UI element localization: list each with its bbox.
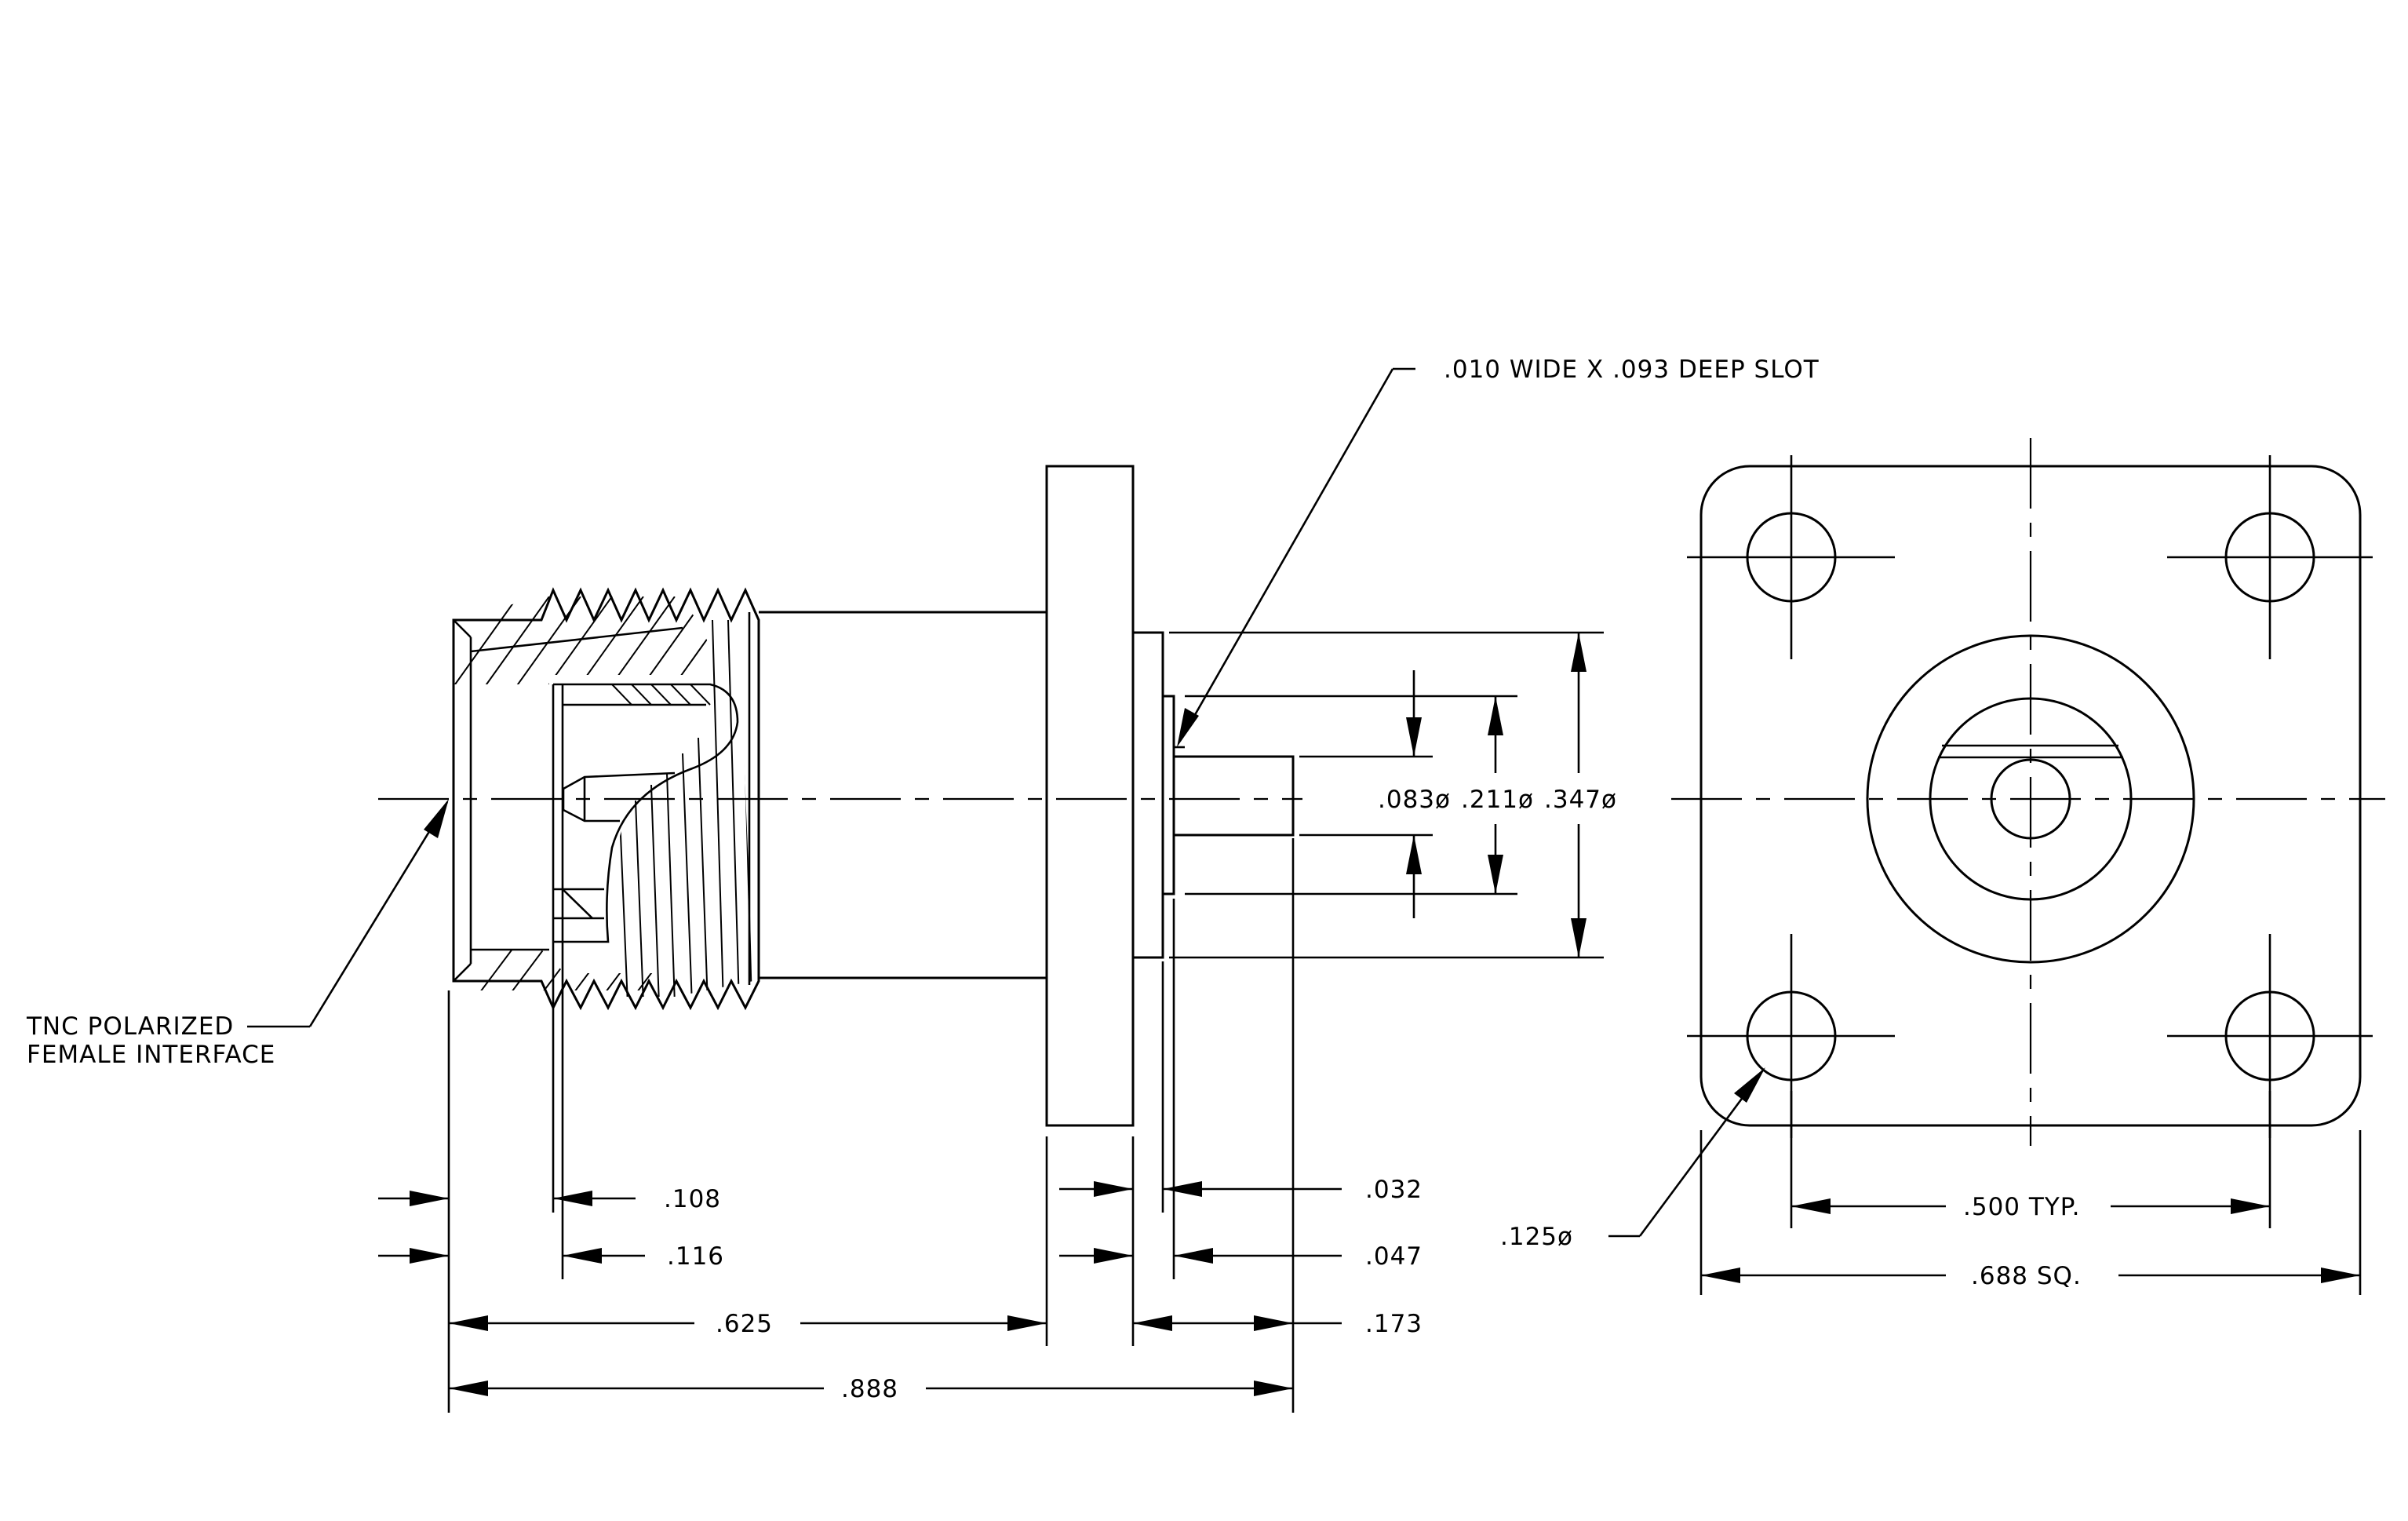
rear-boss [1131,631,1164,959]
dim-flange-688: .688 SQ. [1971,1262,2082,1290]
center-pin [1172,755,1295,837]
thread-lines [619,619,752,997]
sleeve-hatch [611,684,711,706]
dim-hole-125: .125ø [1500,1223,1573,1251]
front-view [1671,438,2385,1146]
dim-116: .116 [667,1242,724,1271]
coupling-nut-outline [452,587,760,1011]
dim-888: .888 [841,1375,898,1403]
side-view [378,465,1302,1127]
mounting-hole-tl [1687,455,1895,659]
insulator-circle [1929,697,2133,901]
dim-spacing-500: .500 TYP. [1963,1193,2080,1221]
slot-note: .010 WIDE X .093 DEEP SLOT [1444,356,1820,384]
dim-032: .032 [1365,1176,1423,1204]
upper-hatch [454,596,722,684]
interface-note-line1: TNC POLARIZED [26,1012,234,1041]
dim-047: .047 [1365,1242,1423,1271]
pin-circle [1990,758,2071,840]
mounting-hole-tr [2167,455,2373,659]
dimension-lines-front [1608,1067,2362,1295]
leaders [247,367,1415,1028]
rear-insulator [1161,695,1175,895]
dim-625: .625 [716,1310,773,1338]
outer-body-circle [1866,634,2195,964]
dim-dia-083: .083ø [1378,786,1451,814]
interface-note-line2: FEMALE INTERFACE [27,1041,275,1069]
dim-108: .108 [664,1185,721,1213]
lower-inner-diag [562,888,593,919]
dim-dia-211: .211ø [1461,786,1534,814]
dim-dia-347: .347ø [1544,786,1617,814]
front-face-bevel-bottom [453,963,472,982]
dimension-lines-side [378,631,1604,1413]
mounting-hole-bl [1687,934,1895,1138]
female-contact [562,771,676,823]
dim-173: .173 [1365,1310,1423,1338]
flange [1045,465,1135,1127]
contact-sleeve [553,683,739,943]
cavity-top-edge [470,626,683,653]
front-face-bevel-top [453,619,472,638]
